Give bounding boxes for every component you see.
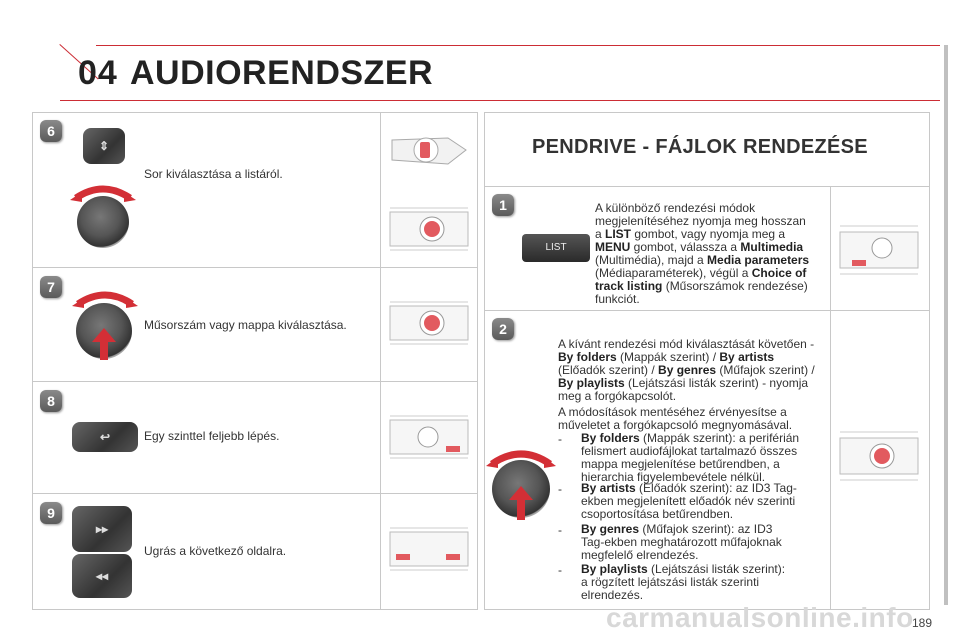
- list-button-icon: LIST: [522, 234, 590, 262]
- bullet-by-playlists: By playlists (Lejátszási listák szerint)…: [581, 562, 786, 602]
- press-arrow-icon: [509, 486, 533, 520]
- rotary-knob-icon: [77, 196, 129, 248]
- bullet-by-artists: By artists (Előadók szerint): az ID3 Tag…: [581, 481, 797, 521]
- left-thumb-separator: [380, 112, 381, 609]
- watermark-text: carmanualsonline.info: [606, 602, 914, 633]
- step-6-text: Sor kiválasztása a listáról.: [144, 167, 283, 181]
- step-badge-2: 2: [492, 318, 514, 340]
- step-badge-7: 7: [40, 276, 62, 298]
- bullet-by-folders: By folders (Mappák szerint): a perifériá…: [581, 431, 800, 484]
- step-badge-6: 6: [40, 120, 62, 142]
- row-divider: [32, 493, 477, 494]
- header-rule-bottom: [60, 100, 940, 101]
- press-arrow-icon: [92, 328, 116, 360]
- section-title: PENDRIVE - FÁJLOK RENDEZÉSE: [532, 136, 868, 158]
- row-divider: [484, 310, 929, 311]
- radio-panel-thumb: [389, 415, 469, 459]
- header-rule-top: [96, 45, 940, 46]
- section-title-divider: [484, 186, 929, 187]
- row-divider: [32, 267, 477, 268]
- page-edge-bar: [944, 45, 948, 605]
- steering-control-thumb: [391, 137, 467, 165]
- bullet-dash: -: [558, 432, 562, 446]
- step-8-text: Egy szinttel feljebb lépés.: [144, 429, 280, 443]
- row-divider: [32, 381, 477, 382]
- step-badge-1: 1: [492, 194, 514, 216]
- rotate-arrow-icon: [70, 185, 136, 202]
- radio-panel-thumb: [389, 527, 469, 571]
- right-section-panel: [484, 112, 930, 610]
- previous-page-button-icon: ◂◂: [72, 554, 132, 598]
- rotate-arrow-icon: [486, 450, 556, 468]
- step-9-text: Ugrás a következő oldalra.: [144, 544, 287, 558]
- step-7-text: Műsorszám vagy mappa kiválasztása.: [144, 318, 347, 332]
- chapter-number: 04: [78, 54, 118, 92]
- page-title: AUDIORENDSZER: [130, 54, 434, 92]
- step-badge-9: 9: [40, 502, 62, 524]
- back-button-icon: ↩: [72, 422, 138, 452]
- bullet-by-genres: By genres (Műfajok szerint): az ID3 Tag-…: [581, 522, 782, 562]
- step-badge-8: 8: [40, 390, 62, 412]
- radio-panel-thumb: [389, 301, 469, 345]
- bullet-dash: -: [558, 523, 562, 537]
- radio-panel-thumb: [839, 431, 919, 481]
- step-1-text: A különböző rendezési módok megjelenítés…: [595, 201, 810, 306]
- radio-panel-thumb: [839, 225, 919, 275]
- bullet-dash: -: [558, 482, 562, 496]
- right-thumb-separator: [830, 186, 831, 609]
- step-2-intro: A kívánt rendezési mód kiválasztását köv…: [558, 337, 815, 432]
- next-page-button-icon: ▸▸: [72, 506, 132, 552]
- rotate-arrow-icon: [72, 291, 138, 308]
- bullet-dash: -: [558, 563, 562, 577]
- scroll-wheel-control-icon: ⇕: [83, 128, 125, 164]
- radio-panel-thumb: [389, 207, 469, 251]
- page-number: 189: [912, 616, 933, 630]
